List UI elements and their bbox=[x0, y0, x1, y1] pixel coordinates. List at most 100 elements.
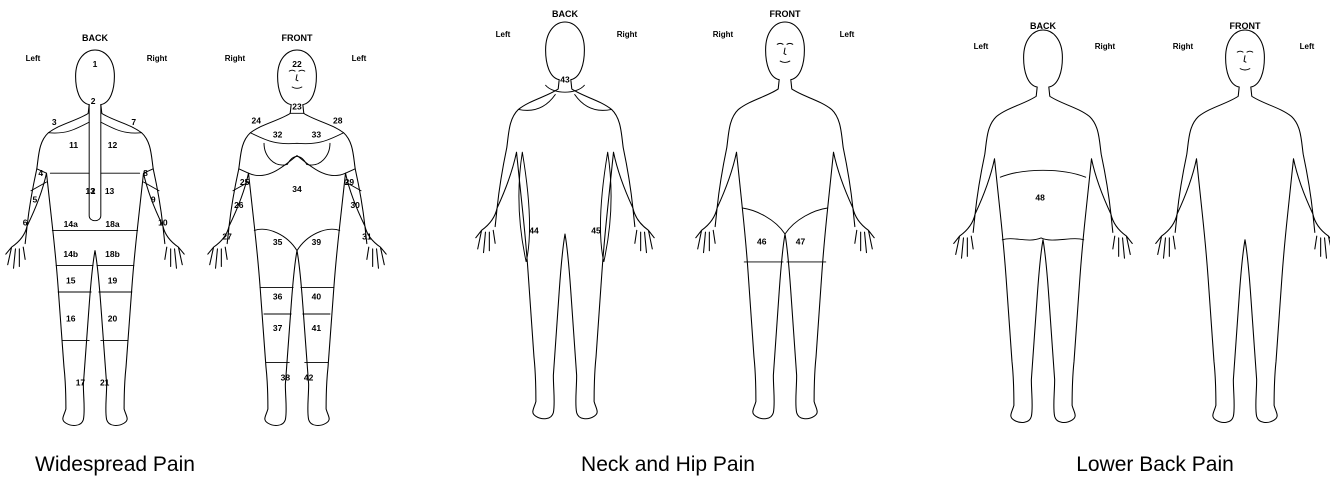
region-label: 34 bbox=[292, 184, 302, 194]
region-boundary bbox=[546, 85, 585, 92]
region-label: 19 bbox=[108, 276, 118, 286]
region-label: 1 bbox=[93, 59, 98, 69]
region-label: 38 bbox=[281, 372, 291, 382]
region-label: 39 bbox=[312, 237, 322, 247]
region-label: 3 bbox=[52, 117, 57, 127]
panel-caption: Lower Back Pain bbox=[1076, 453, 1234, 476]
body-outline bbox=[1156, 30, 1330, 422]
region-label: 29 bbox=[345, 177, 355, 187]
region-label: 10 bbox=[158, 217, 168, 227]
region-label: 8 bbox=[143, 168, 148, 178]
face-icon bbox=[289, 70, 305, 88]
side-label-b: Left bbox=[352, 54, 367, 63]
region-label: 13 bbox=[105, 186, 115, 196]
side-label-b: Left bbox=[1300, 42, 1315, 51]
side-label-a: Left bbox=[26, 54, 41, 63]
region-label: 31 bbox=[362, 232, 372, 242]
region-boundary bbox=[249, 156, 346, 176]
region-label: 45 bbox=[591, 225, 601, 235]
region-label: 23 bbox=[292, 101, 302, 111]
body-silhouette bbox=[6, 50, 184, 425]
body-outline bbox=[696, 22, 874, 419]
side-label-a: Left bbox=[496, 30, 511, 39]
region-boundary bbox=[264, 143, 330, 165]
face-icon bbox=[777, 43, 793, 62]
region-label: 27 bbox=[222, 232, 232, 242]
region-label: 28 bbox=[333, 115, 343, 125]
region-label: 15 bbox=[66, 276, 76, 286]
region-label: 47 bbox=[796, 236, 806, 246]
body-outline bbox=[6, 50, 184, 425]
region-label: 18b bbox=[105, 249, 120, 259]
region-boundary bbox=[519, 152, 530, 262]
side-label-b: Left bbox=[840, 30, 855, 39]
region-boundary bbox=[1000, 170, 1085, 177]
region-label: 40 bbox=[312, 291, 322, 301]
region-label: 12 bbox=[108, 140, 118, 150]
region-label: 36 bbox=[273, 291, 283, 301]
region-label: 44 bbox=[529, 225, 539, 235]
region-label: 33 bbox=[312, 129, 322, 139]
view-label: BACK bbox=[552, 9, 578, 19]
view-label: FRONT bbox=[770, 9, 801, 19]
region-label: 48 bbox=[1035, 192, 1045, 202]
region-label: 7 bbox=[131, 117, 136, 127]
region-label: 2 bbox=[91, 186, 96, 196]
face-icon bbox=[1237, 51, 1253, 70]
region-label: 24 bbox=[252, 115, 262, 125]
panel-caption: Widespread Pain bbox=[35, 453, 195, 476]
body-outline bbox=[954, 30, 1132, 422]
region-label: 5 bbox=[32, 195, 37, 205]
region-label: 2 bbox=[91, 96, 96, 106]
region-label: 25 bbox=[240, 177, 250, 187]
region-label: 30 bbox=[350, 200, 360, 210]
side-label-a: Left bbox=[974, 42, 989, 51]
region-boundary bbox=[239, 169, 355, 173]
region-label: 20 bbox=[108, 313, 118, 323]
body-silhouette bbox=[954, 30, 1132, 422]
region-boundary bbox=[742, 208, 827, 234]
region-label: 43 bbox=[560, 75, 570, 85]
region-label: 35 bbox=[273, 237, 283, 247]
figure-front-2: FRONT Right Left 46 47 bbox=[696, 9, 874, 419]
region-label: 16 bbox=[66, 313, 76, 323]
region-label: 21 bbox=[100, 378, 110, 388]
view-label: BACK bbox=[82, 33, 108, 43]
side-label-a: Right bbox=[1173, 42, 1194, 51]
region-label: 32 bbox=[273, 129, 283, 139]
region-label: 4 bbox=[38, 168, 43, 178]
region-label: 6 bbox=[23, 217, 28, 227]
region-label: 18a bbox=[105, 219, 119, 229]
side-label-b: Right bbox=[147, 54, 168, 63]
region-label: 26 bbox=[234, 200, 244, 210]
region-boundary bbox=[250, 133, 343, 144]
side-label-a: Right bbox=[713, 30, 734, 39]
region-label: 22 bbox=[292, 59, 302, 69]
side-label-a: Right bbox=[225, 54, 246, 63]
region-boundary bbox=[89, 105, 101, 221]
region-boundary bbox=[48, 122, 141, 133]
region-label: 14a bbox=[64, 219, 78, 229]
region-label: 42 bbox=[304, 372, 314, 382]
view-label: FRONT bbox=[282, 33, 313, 43]
region-label: 46 bbox=[757, 236, 767, 246]
region-label: 14b bbox=[63, 249, 78, 259]
region-label: 17 bbox=[76, 378, 86, 388]
figure-front-1: FRONT Right Left 22 23 24 28 32 33 25 29 34 26 30 27 35… bbox=[208, 33, 386, 425]
side-label-b: Right bbox=[1095, 42, 1116, 51]
region-boundary bbox=[518, 95, 611, 111]
region-boundary bbox=[600, 152, 611, 262]
region-label: 11 bbox=[69, 140, 78, 150]
panel-caption: Neck and Hip Pain bbox=[581, 453, 755, 476]
region-boundary bbox=[254, 229, 339, 250]
region-label: 9 bbox=[151, 195, 156, 205]
body-silhouette bbox=[1156, 30, 1330, 422]
side-label-b: Right bbox=[617, 30, 638, 39]
body-silhouette bbox=[696, 22, 874, 419]
figure-back-2: BACK Left Right 43 44 45 bbox=[476, 9, 654, 419]
region-label: 37 bbox=[273, 323, 283, 333]
